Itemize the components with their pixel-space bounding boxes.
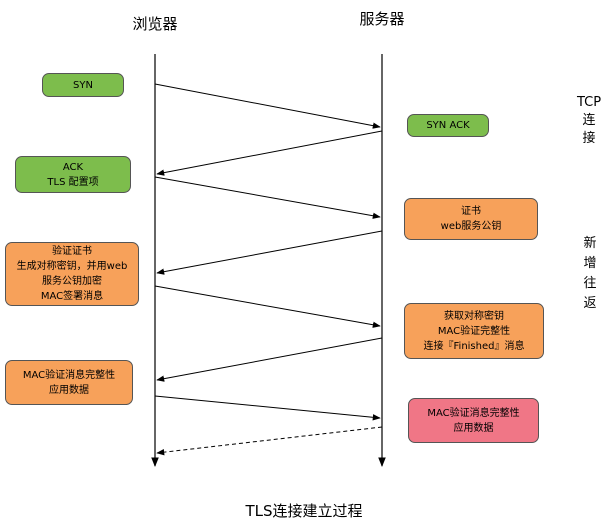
new-round-trip-label: 新 增 往 返 — [578, 234, 602, 314]
client-data-line-1: MAC验证消息完整性 — [22, 369, 116, 381]
arrow-ack — [154, 176, 381, 219]
round-trip-line-2: 增 — [583, 256, 597, 271]
cert-line-1: 证书 — [461, 206, 481, 217]
arrow-syn — [154, 83, 381, 129]
arrow-server-finish — [156, 337, 383, 382]
server-finish-box: 获取对称密钥 MAC验证完整性 连接『Finished』消息 — [404, 303, 544, 359]
tcp-label-line-2: 连 — [582, 113, 596, 128]
tcp-connection-label: TCP 连 接 — [574, 94, 604, 148]
cert-line-2: web服务公钥 — [440, 221, 502, 232]
verify-line-4: MAC签署消息 — [40, 291, 104, 302]
verify-line-3: 服务公钥加密 — [42, 276, 102, 287]
syn-box: SYN — [42, 73, 124, 97]
ack-line-2: TLS 配置项 — [47, 176, 99, 188]
syn-ack-text: SYN ACK — [426, 120, 470, 131]
client-data-line-2: 应用数据 — [49, 384, 89, 396]
arrow-client-data — [154, 395, 381, 421]
server-finish-line-1: 获取对称密钥 — [444, 310, 504, 322]
verify-line-1: 验证证书 — [52, 246, 92, 257]
browser-lane-title: 浏览器 — [132, 15, 178, 33]
round-trip-line-3: 往 — [583, 276, 597, 291]
ack-line-1: ACK — [62, 161, 84, 173]
verify-line-2: 生成对称密钥，并用web — [16, 261, 128, 272]
arrow-syn-ack — [156, 130, 383, 176]
syn-text: SYN — [73, 79, 93, 91]
server-lane-title: 服务器 — [359, 10, 405, 28]
round-trip-line-4: 返 — [583, 296, 597, 311]
tcp-label-line-1: TCP — [576, 95, 602, 110]
tcp-label-line-3: 接 — [582, 131, 596, 146]
cert-box: 证书 web服务公钥 — [404, 198, 538, 240]
server-data-line-2: 应用数据 — [453, 422, 494, 434]
diagram-caption: TLS连接建立过程 — [245, 502, 363, 520]
arrow-cert — [156, 230, 383, 275]
server-data-box: MAC验证消息完整性 应用数据 — [408, 398, 539, 443]
arrow-verify — [154, 285, 381, 328]
ack-box: ACK TLS 配置项 — [15, 156, 131, 193]
server-finish-line-3: 连接『Finished』消息 — [423, 340, 525, 352]
syn-ack-box: SYN ACK — [407, 114, 489, 137]
server-data-line-1: MAC验证消息完整性 — [427, 407, 520, 419]
server-finish-line-2: MAC验证完整性 — [437, 325, 511, 337]
client-data-box: MAC验证消息完整性 应用数据 — [5, 360, 133, 405]
arrow-server-data — [156, 426, 383, 456]
verify-box: 验证证书 生成对称密钥，并用web 服务公钥加密 MAC签署消息 — [5, 242, 139, 306]
round-trip-line-1: 新 — [583, 236, 597, 251]
